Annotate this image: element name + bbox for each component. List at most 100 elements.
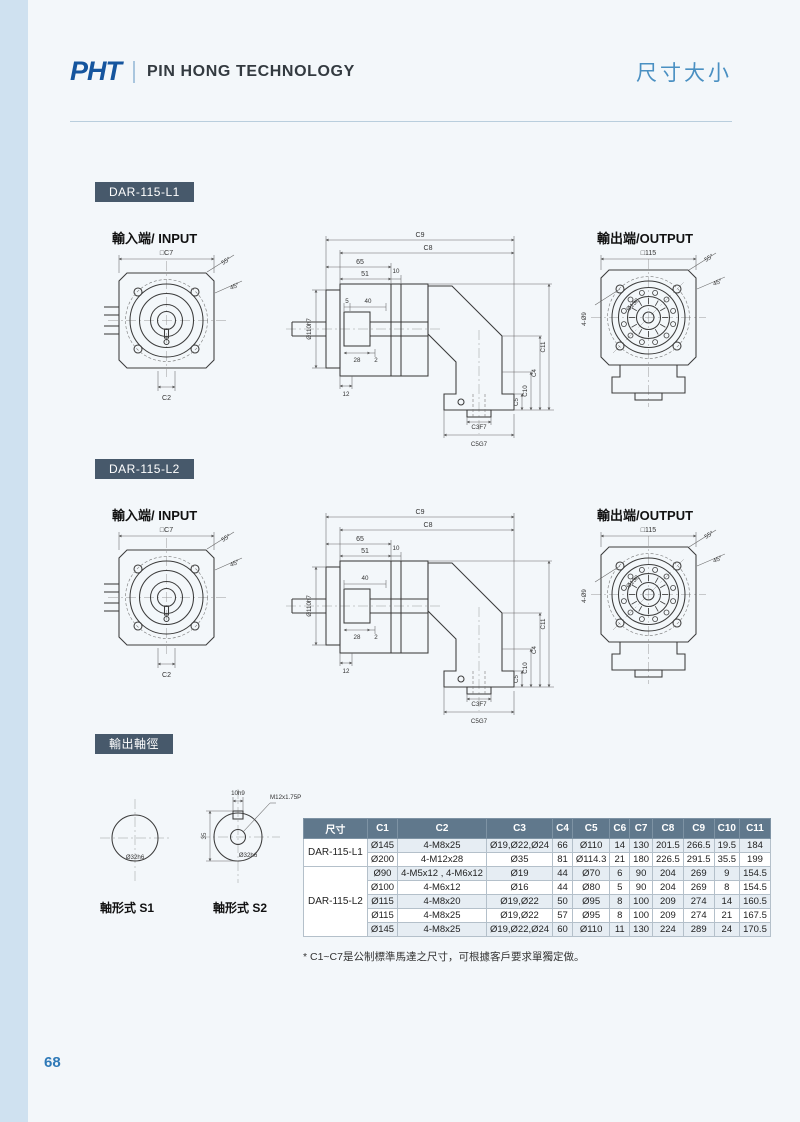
pht-logo: PHT — [70, 56, 122, 86]
dim-label-40-l2: 40 — [362, 575, 369, 582]
table-cell: 4-M5x12 , 4-M6x12 — [397, 866, 487, 881]
dim-label-input-bore-l2: Ø110h7 — [306, 595, 313, 617]
table-header-c4: C4 — [552, 818, 573, 839]
shaft-form-s1-label: 軸形式 S1 — [100, 901, 155, 915]
table-cell: 289 — [682, 922, 715, 937]
dim-label-angle55-input-l1: 55° — [220, 256, 232, 267]
s2-centerlines — [200, 789, 280, 883]
dim-label-s2-height: 35 — [201, 832, 208, 839]
output-dim-lines-l2 — [594, 529, 725, 583]
table-cell: 44 — [552, 880, 573, 895]
table-cell: Ø95 — [571, 894, 611, 909]
dim-label-angle45-input-l1: 45° — [229, 281, 241, 291]
section-badge-output-shaft: 輸出軸徑 — [95, 734, 174, 754]
table-cell: 90 — [629, 880, 654, 895]
input-centerlines-l2 — [108, 538, 228, 654]
output-dim-lines-l1 — [594, 252, 725, 306]
table-cell: 81 — [552, 852, 573, 867]
dimension-table: 尺寸 C1 C2 C3 C4 C5 C6 C7 C8 C9 C10 C11 DA… — [303, 818, 771, 937]
table-cell: 201.5 — [652, 838, 684, 853]
table-cell: 9 — [713, 866, 741, 881]
table-cell: 21 — [609, 852, 631, 867]
table-cell: Ø115 — [366, 908, 399, 923]
input-flange-geometry-l2 — [104, 549, 215, 646]
table-cell: 4-M12x28 — [397, 852, 487, 867]
output-view-drawing-l1: □115 4-Ø9 Ø130 55° 45° — [581, 250, 725, 407]
output-flange-geometry-l1 — [600, 269, 697, 401]
table-cell: Ø145 — [366, 922, 399, 937]
dim-label-65-l2: 65 — [356, 536, 364, 543]
table-header-c7: C7 — [629, 818, 654, 839]
dim-label-c5-l1: C5 — [513, 397, 520, 405]
dim-label-c5g7-l2: C5G7 — [471, 718, 488, 725]
dim-label-28-l1: 28 — [354, 357, 361, 364]
dim-label-c11-l2: C11 — [540, 618, 547, 629]
dim-label-c8-l1: C8 — [424, 245, 433, 252]
dim-label-10-l1: 10 — [393, 268, 400, 275]
table-cell: 14 — [609, 838, 631, 853]
table-cell: 160.5 — [739, 894, 771, 909]
table-cell: 60 — [552, 922, 573, 937]
dim-label-output-holes-l2: 4-Ø9 — [581, 589, 588, 603]
side-hidden-lines-l1 — [472, 394, 486, 417]
table-cell: Ø95 — [571, 908, 611, 923]
dim-label-c3f7-l1: C3F7 — [471, 424, 487, 431]
shaft-s2-drawing: 10h9 35 M12x1.75P Ø32h6 — [200, 789, 301, 883]
side-body-geometry-l1 — [291, 283, 515, 418]
table-cell: 66 — [552, 838, 573, 853]
dim-label-c10-l2: C10 — [522, 662, 529, 674]
output-bolt-circle-l1 — [607, 276, 690, 359]
table-cell: 291.5 — [682, 852, 715, 867]
header-rule — [70, 121, 732, 122]
table-cell: 11 — [609, 922, 631, 937]
section-badge-dar-115-l2: DAR-115-L2 — [95, 459, 194, 479]
dim-label-input-c2-l2: C2 — [162, 672, 171, 679]
side-dim-lines-l2 — [312, 513, 554, 715]
input-label-l2: 輸入端/ INPUT — [112, 508, 198, 523]
table-cell: 4-M8x20 — [397, 894, 487, 909]
table-cell: 204 — [652, 866, 684, 881]
dim-label-28-l2: 28 — [354, 634, 361, 641]
table-cell: Ø19,Ø22,Ø24 — [485, 838, 554, 853]
dim-label-c4-l1: C4 — [531, 368, 538, 376]
table-cell: Ø100 — [366, 880, 399, 895]
table-cell: 274 — [682, 908, 715, 923]
table-cell: 5 — [609, 880, 631, 895]
table-cell: 57 — [552, 908, 573, 923]
table-cell: 180 — [629, 852, 654, 867]
page-title: 尺寸大小 — [636, 61, 732, 85]
table-header-c3: C3 — [485, 818, 554, 839]
dim-label-angle45-output-l1: 45° — [712, 277, 724, 287]
side-view-drawing-l1: C9 C8 65 51 10 5 40 Ø110h7 28 2 12 C5 C1… — [286, 232, 554, 448]
dim-label-s2-key-width: 10h9 — [231, 790, 245, 797]
dim-label-c8-l2: C8 — [424, 522, 433, 529]
table-header-row: 尺寸 C1 C2 C3 C4 C5 C6 C7 C8 C9 C10 C11 — [303, 818, 771, 839]
table-cell: Ø200 — [366, 852, 399, 867]
dim-label-51-l2: 51 — [361, 548, 369, 555]
side-centerlines-l2 — [286, 605, 480, 711]
table-cell: 170.5 — [739, 922, 771, 937]
table-cell: Ø145 — [366, 838, 399, 853]
table-cell: 44 — [552, 866, 573, 881]
table-cell: 4-M8x25 — [397, 908, 487, 923]
table-cell: Ø19,Ø22 — [485, 908, 554, 923]
company-name: PIN HONG TECHNOLOGY — [147, 62, 355, 80]
dim-label-s2-dia: Ø32h6 — [239, 852, 258, 859]
table-header-c2: C2 — [397, 818, 487, 839]
table-header-c9: C9 — [682, 818, 715, 839]
table-header-c1: C1 — [366, 818, 399, 839]
dim-label-output-square-l2: □115 — [641, 527, 656, 534]
table-cell: 269 — [682, 880, 715, 895]
dim-label-angle55-output-l1: 55° — [703, 253, 715, 264]
table-cell: Ø110 — [571, 838, 611, 853]
table-cell: Ø90 — [366, 866, 399, 881]
table-header-c8: C8 — [652, 818, 684, 839]
table-cell: 209 — [652, 908, 684, 923]
table-cell: 226.5 — [652, 852, 684, 867]
dim-label-2-l1: 2 — [374, 357, 378, 364]
s1-shaft-circle — [111, 814, 159, 862]
